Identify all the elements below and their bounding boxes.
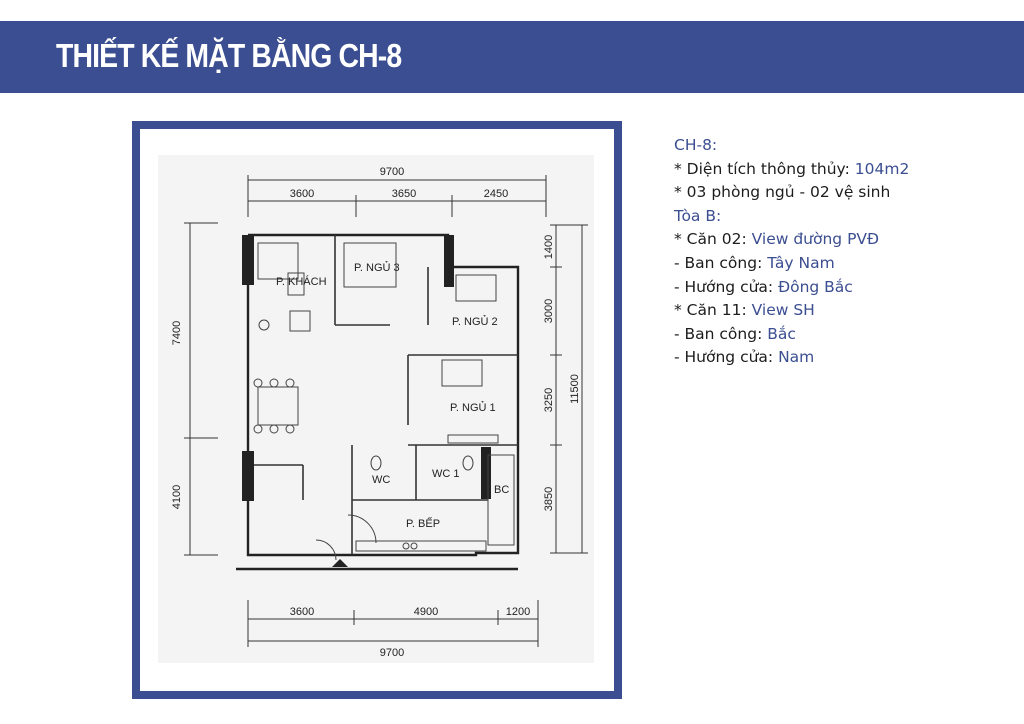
dim-right-d: 3850 bbox=[543, 487, 555, 511]
info-heading: CH-8: bbox=[674, 136, 718, 154]
info-unit1-balcony-value: Tây Nam bbox=[767, 253, 835, 272]
header-bar: THIẾT KẾ MẶT BẰNG CH-8 bbox=[0, 21, 1024, 93]
dim-top-c: 2450 bbox=[484, 188, 508, 200]
info-unit1: * Căn 02: View đường PVĐ bbox=[674, 228, 1014, 252]
entrance-marker bbox=[332, 559, 348, 567]
info-area-label: * Diện tích thông thủy: bbox=[674, 159, 855, 178]
room-label-bep: P. BẾP bbox=[406, 517, 440, 530]
dim-right-total: 11500 bbox=[569, 374, 581, 404]
room-label-ngu2: P. NGỦ 2 bbox=[452, 315, 498, 328]
info-rooms: * 03 phòng ngủ - 02 vệ sinh bbox=[674, 183, 891, 202]
info-unit2-balcony-label: - Ban công: bbox=[674, 324, 768, 343]
dim-top-a: 3600 bbox=[290, 188, 314, 200]
info-unit1-balcony-label: - Ban công: bbox=[674, 253, 768, 272]
info-unit1-value: View đường PVĐ bbox=[751, 230, 880, 249]
info-unit1-label: * Căn 02: bbox=[674, 230, 752, 249]
dim-right-b: 3000 bbox=[543, 299, 555, 323]
info-area-value: 104m2 bbox=[854, 159, 910, 178]
room-label-bc: BC bbox=[494, 484, 509, 496]
interior-walls bbox=[248, 235, 518, 555]
dim-bottom-total: 9700 bbox=[380, 647, 404, 659]
floor-plan-drawing: 9700 3600 3650 2450 3600 4900 1200 9700 … bbox=[171, 166, 588, 659]
info-unit1-balcony: - Ban công: Tây Nam bbox=[674, 252, 1014, 276]
info-unit2-door-value: Nam bbox=[778, 348, 815, 367]
info-unit2: * Căn 11: View SH bbox=[674, 299, 1014, 323]
unit-info: CH-8: * Diện tích thông thủy: 104m2 * 03… bbox=[674, 134, 1014, 370]
info-unit1-door: - Hướng cửa: Đông Bắc bbox=[674, 276, 1014, 300]
structural-columns bbox=[242, 235, 491, 501]
dim-left-a: 7400 bbox=[171, 321, 183, 345]
furniture bbox=[253, 242, 515, 561]
dim-bottom-b: 4900 bbox=[414, 606, 438, 618]
room-label-ngu1: P. NGỦ 1 bbox=[450, 401, 496, 414]
floor-plan-frame: 9700 3600 3650 2450 3600 4900 1200 9700 … bbox=[132, 121, 622, 699]
floor-plan-paper bbox=[158, 155, 594, 663]
floor-plan-panel: 9700 3600 3650 2450 3600 4900 1200 9700 … bbox=[140, 129, 614, 691]
info-unit1-door-value: Đông Bắc bbox=[778, 277, 853, 296]
info-unit2-balcony-value: Bắc bbox=[767, 324, 796, 343]
info-unit2-label: * Căn 11: bbox=[674, 301, 752, 320]
dim-bottom-c: 1200 bbox=[506, 606, 530, 618]
info-tower: Tòa B: bbox=[674, 206, 722, 225]
info-unit2-door: - Hướng cửa: Nam bbox=[674, 346, 1014, 370]
dim-bottom-a: 3600 bbox=[290, 606, 314, 618]
dim-right-c: 3250 bbox=[543, 388, 555, 412]
info-unit2-balcony: - Ban công: Bắc bbox=[674, 323, 1014, 347]
info-unit2-value: View SH bbox=[751, 301, 815, 320]
info-unit2-door-label: - Hướng cửa: bbox=[674, 348, 779, 367]
dim-top-b: 3650 bbox=[392, 188, 416, 200]
room-label-wc1: WC 1 bbox=[432, 468, 460, 480]
room-label-ngu3: P. NGỦ 3 bbox=[354, 261, 400, 274]
dim-right-a: 1400 bbox=[543, 235, 555, 259]
dim-left-b: 4100 bbox=[171, 485, 183, 509]
info-area: * Diện tích thông thủy: 104m2 bbox=[674, 158, 1014, 182]
room-label-khach: P. KHÁCH bbox=[276, 275, 327, 288]
page-title: THIẾT KẾ MẶT BẰNG CH-8 bbox=[56, 37, 402, 74]
info-unit1-door-label: - Hướng cửa: bbox=[674, 277, 779, 296]
dim-top-total: 9700 bbox=[380, 166, 404, 178]
room-label-wc: WC bbox=[372, 474, 390, 486]
